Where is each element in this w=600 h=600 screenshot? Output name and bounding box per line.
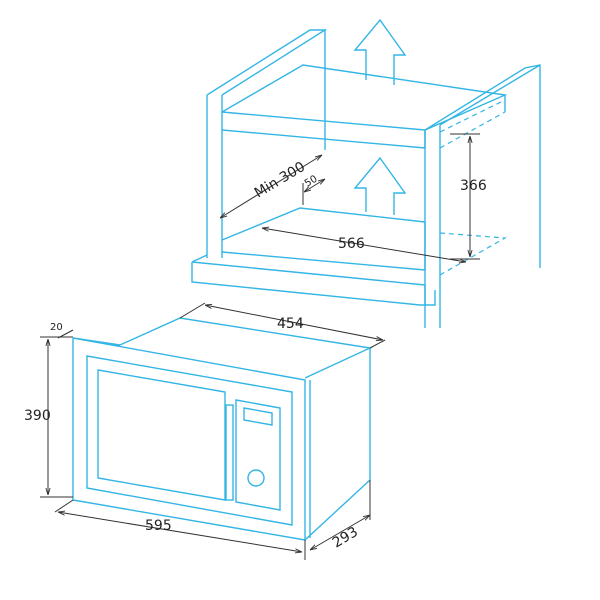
cabinet-plinth [191, 254, 436, 306]
depth-293-label: 293 [330, 524, 361, 551]
height-390-label: 390 [24, 408, 51, 424]
microwave-control-panel [235, 399, 281, 511]
min-300-label: Min 300 [252, 159, 308, 202]
microwave-handle [225, 404, 234, 501]
width-566-label: 566 [338, 236, 365, 252]
microwave-frame [72, 337, 306, 541]
microwave [72, 317, 373, 541]
cabinet-shelf-hidden [439, 99, 506, 149]
width-595-label: 595 [145, 518, 172, 534]
ventilation-arrow-middle-icon [353, 156, 407, 215]
microwave-side [304, 348, 371, 541]
cabinet-left-post [206, 29, 328, 258]
cabinet-shelf [221, 64, 508, 149]
ventilation-arrow-top-icon [353, 18, 407, 85]
cabinet-dimensions: Min 300 50 366 566 [220, 133, 487, 262]
microwave-knob-icon [247, 469, 265, 487]
microwave-door [86, 355, 293, 526]
offset-20-label: 20 [50, 322, 63, 333]
cabinet-floor [221, 207, 426, 271]
gap-50-label: 50 [303, 174, 320, 190]
depth-454-label: 454 [277, 316, 304, 332]
cabinet-floor-hidden [439, 232, 507, 276]
height-366-label: 366 [460, 178, 487, 194]
